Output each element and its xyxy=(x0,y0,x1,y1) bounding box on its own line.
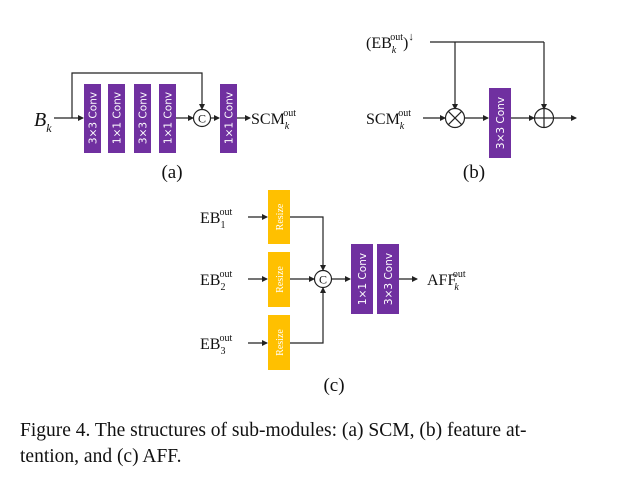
conv-block-2: 1×1 Conv xyxy=(108,84,125,153)
svg-text:1×1 Conv: 1×1 Conv xyxy=(357,253,369,305)
svg-text:1×1 Conv: 1×1 Conv xyxy=(224,92,236,144)
svg-text:C: C xyxy=(198,112,206,126)
panel-a-label: (a) xyxy=(161,162,182,183)
conv-block-1: 3×3 Conv xyxy=(84,84,101,153)
svg-text:3×3 Conv: 3×3 Conv xyxy=(495,97,507,149)
multiply-node xyxy=(444,107,466,129)
resize-block-1: Resize xyxy=(268,190,290,244)
figure-caption: Figure 4. The structures of sub-modules:… xyxy=(20,418,620,470)
caption-line-1: Figure 4. The structures of sub-modules:… xyxy=(20,420,527,441)
panel-a-scm: Bk 3×3 Conv 1×1 Conv 3×3 Conv 1×1 Conv C… xyxy=(34,72,296,183)
svg-text:3×3 Conv: 3×3 Conv xyxy=(383,253,395,305)
svg-text:Resize: Resize xyxy=(275,203,286,230)
line-resize1-to-concat xyxy=(290,216,326,271)
output-scm: SCMkout xyxy=(251,108,296,132)
svg-text:Resize: Resize xyxy=(275,329,286,356)
input-eb-downsampled: (EBkout)↓ xyxy=(366,31,414,56)
skip-connection xyxy=(71,72,205,118)
add-node xyxy=(533,107,555,129)
conv-block-4: 1×1 Conv xyxy=(159,84,176,153)
resize-block-2: Resize xyxy=(268,252,290,307)
concat-node: C xyxy=(192,108,212,128)
input-eb2: EB2out xyxy=(200,269,232,293)
svg-text:Resize: Resize xyxy=(275,266,286,293)
conv-block-c1: 1×1 Conv xyxy=(351,244,373,314)
svg-text:1×1 Conv: 1×1 Conv xyxy=(112,92,124,144)
panel-c-label: (c) xyxy=(323,375,344,396)
caption-line-2: tention, and (c) AFF. xyxy=(20,446,182,467)
resize-block-3: Resize xyxy=(268,315,290,370)
panel-c-aff: EB1out EB2out EB3out Resize Resize Resiz… xyxy=(200,190,466,396)
concat-node-c: C xyxy=(313,269,333,289)
input-bk: Bk xyxy=(34,109,52,135)
conv-block-3: 3×3 Conv xyxy=(134,84,151,153)
svg-text:C: C xyxy=(319,273,327,287)
output-aff: AFFkout xyxy=(427,269,466,293)
input-eb3: EB3out xyxy=(200,333,232,357)
svg-text:3×3 Conv: 3×3 Conv xyxy=(88,92,100,144)
input-eb1: EB1out xyxy=(200,207,232,231)
conv-block-b: 3×3 Conv xyxy=(489,88,511,158)
panel-b-feature-attention: (EBkout)↓ SCMkout 3×3 Conv (b) xyxy=(366,31,577,183)
line-resize3-to-concat xyxy=(290,287,326,344)
svg-text:3×3 Conv: 3×3 Conv xyxy=(138,92,150,144)
panel-b-label: (b) xyxy=(463,162,485,183)
input-scm: SCMkout xyxy=(366,108,411,132)
conv-block-final: 1×1 Conv xyxy=(220,84,237,153)
svg-text:1×1 Conv: 1×1 Conv xyxy=(163,92,175,144)
conv-block-c2: 3×3 Conv xyxy=(377,244,399,314)
